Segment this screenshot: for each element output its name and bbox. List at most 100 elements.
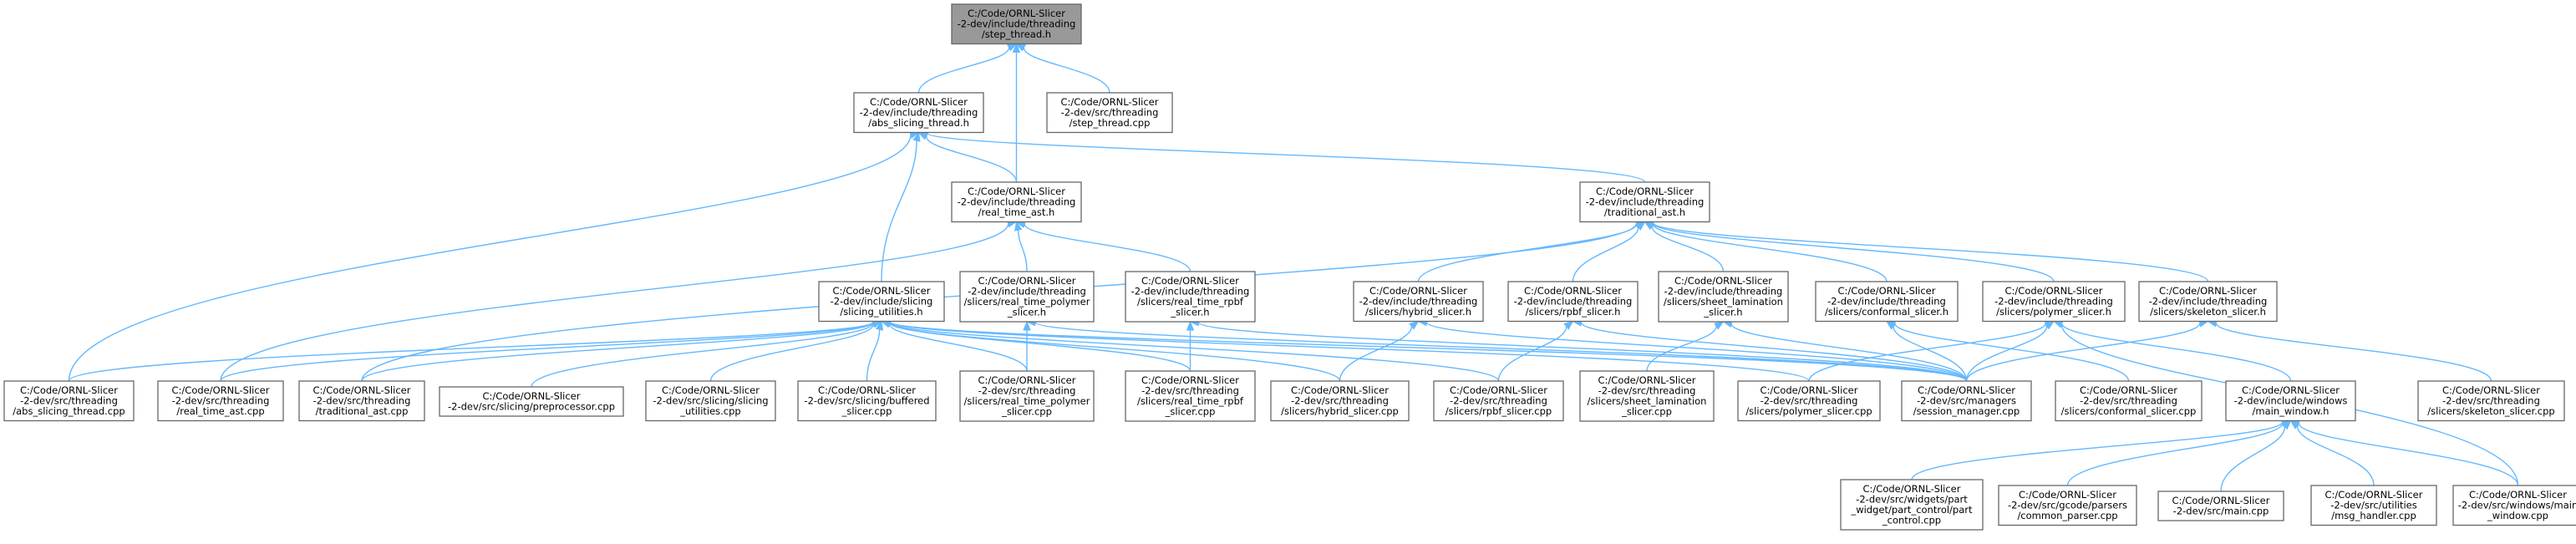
node-label-line: C:/Code/ORNL-Slicer (978, 374, 1076, 386)
node-label-line: _widget/part_control/part (1850, 504, 1973, 516)
edge-main-window-cpp-to-main-window-h (2289, 419, 2519, 486)
node-box (157, 380, 284, 422)
node-label-line: C:/Code/ORNL-Slicer (1863, 483, 1961, 495)
node-label-line: C:/Code/ORNL-Slicer (1450, 384, 1547, 396)
node-label-line: -2-dev/src/threading (978, 385, 1076, 397)
node-label: C:/Code/ORNL-Slicer-2-dev/src/managers/s… (1913, 384, 2020, 417)
edge-main-cpp-to-main-window-h (2220, 419, 2292, 492)
node-main-cpp[interactable]: C:/Code/ORNL-Slicer-2-dev/src/main.cpp (2157, 491, 2284, 521)
node-label: C:/Code/ORNL-Slicer-2-dev/src/threading/… (2427, 384, 2554, 417)
edge-skeleton-slicer-cpp-to-skeleton-slicer-h (2207, 319, 2492, 382)
node-label: C:/Code/ORNL-Slicer-2-dev/include/thread… (1664, 275, 1783, 318)
node-label-line: _utilities.cpp (679, 405, 740, 417)
node-step-thread-h[interactable]: C:/Code/ORNL-Slicer-2-dev/include/thread… (951, 3, 1082, 45)
edge-hybrid-slicer-h-to-traditional-ast-h (1417, 220, 1646, 282)
edge-line (1580, 322, 1968, 382)
node-box (797, 380, 937, 422)
edge-real-time-ast-h-to-step-thread-h (1012, 43, 1021, 183)
edge-arrowhead (1563, 320, 1574, 330)
node-box (2138, 281, 2278, 323)
node-hybrid-slicer-cpp[interactable]: C:/Code/ORNL-Slicer-2-dev/src/threading/… (1270, 380, 1410, 422)
edge-line (2298, 422, 2519, 486)
node-label: C:/Code/ORNL-Slicer-2-dev/include/thread… (1586, 186, 1705, 218)
node-label-line: C:/Code/ORNL-Slicer (1061, 96, 1159, 108)
node-label: C:/Code/ORNL-Slicer-2-dev/src/widgets/pa… (1850, 483, 1973, 526)
edge-arrowhead (2281, 419, 2292, 430)
edge-line (68, 135, 912, 382)
node-real-time-ast-cpp[interactable]: C:/Code/ORNL-Slicer-2-dev/src/threading/… (157, 380, 284, 422)
node-label-line: C:/Code/ORNL-Slicer (2080, 384, 2177, 396)
node-preprocessor-cpp[interactable]: C:/Code/ORNL-Slicer-2-dev/src/slicing/pr… (439, 386, 624, 417)
node-label-line: -2-dev/src/threading (313, 395, 411, 407)
node-box (298, 380, 425, 422)
node-hybrid-slicer-h[interactable]: C:/Code/ORNL-Slicer-2-dev/include/thread… (1353, 281, 1484, 323)
node-box (2452, 485, 2576, 526)
node-label-line: C:/Code/ORNL-Slicer (968, 186, 1065, 197)
node-label-line: C:/Code/ORNL-Slicer (833, 285, 931, 297)
edge-line (1893, 326, 1968, 382)
node-polymer-slicer-cpp[interactable]: C:/Code/ORNL-Slicer-2-dev/src/threading/… (1737, 380, 1881, 422)
edge-line (2066, 423, 2284, 486)
node-rpbf-slicer-cpp[interactable]: C:/Code/ORNL-Slicer-2-dev/src/threading/… (1433, 380, 1564, 422)
node-label-line: /traditional_ast.cpp (316, 405, 409, 417)
node-common-parser-cpp[interactable]: C:/Code/ORNL-Slicer-2-dev/src/gcode/pars… (1998, 485, 2137, 526)
edge-arrowhead (1409, 320, 1420, 330)
node-session-manager-cpp[interactable]: C:/Code/ORNL-Slicer-2-dev/src/managers/s… (1901, 380, 2032, 422)
node-label: C:/Code/ORNL-Slicer-2-dev/include/slicin… (831, 285, 933, 318)
node-conformal-slicer-cpp[interactable]: C:/Code/ORNL-Slicer-2-dev/src/threading/… (2055, 380, 2203, 422)
node-label: C:/Code/ORNL-Slicer-2-dev/include/thread… (958, 186, 1076, 218)
node-label-line: _slicer.h (1170, 307, 1209, 318)
node-conformal-slicer-h[interactable]: C:/Code/ORNL-Slicer-2-dev/include/thread… (1815, 281, 1959, 323)
node-real-time-ast-h[interactable]: C:/Code/ORNL-Slicer-2-dev/include/thread… (951, 181, 1082, 223)
node-abs-slicing-thread-cpp[interactable]: C:/Code/ORNL-Slicer-2-dev/src/threading/… (3, 380, 135, 422)
node-label-line: -2-dev/src/threading (1598, 385, 1696, 397)
node-msg-handler-cpp[interactable]: C:/Code/ORNL-Slicer-2-dev/src/utilities/… (2310, 485, 2437, 526)
node-main-window-h[interactable]: C:/Code/ORNL-Slicer-2-dev/include/window… (2225, 380, 2356, 422)
node-real-time-polymer-slicer-h[interactable]: C:/Code/ORNL-Slicer-2-dev/include/thread… (959, 271, 1095, 323)
node-label-line: -2-dev/include/threading (1359, 296, 1478, 308)
node-label: C:/Code/ORNL-Slicer-2-dev/src/threading/… (13, 384, 124, 417)
edge-line (1024, 223, 1191, 272)
node-sheet-lamination-slicer-cpp[interactable]: C:/Code/ORNL-Slicer-2-dev/src/threading/… (1579, 370, 1715, 422)
node-box (2157, 491, 2284, 521)
node-label-line: -2-dev/src/managers (1917, 395, 2016, 407)
node-label-line: /slicers/rpbf_slicer.h (1526, 306, 1621, 318)
edge-line (1425, 321, 1968, 382)
node-box (1579, 181, 1710, 223)
node-label: C:/Code/ORNL-Slicer-2-dev/src/threading/… (2061, 384, 2197, 417)
edge-line (1652, 222, 2055, 282)
node-buffered-slicer-cpp[interactable]: C:/Code/ORNL-Slicer-2-dev/src/slicing/bu… (797, 380, 937, 422)
node-label-line: C:/Code/ORNL-Slicer (818, 384, 916, 396)
node-label-line: C:/Code/ORNL-Slicer (2019, 489, 2116, 501)
node-label-line: -2-dev/include/threading (1586, 196, 1705, 208)
node-skeleton-slicer-h[interactable]: C:/Code/ORNL-Slicer-2-dev/include/thread… (2138, 281, 2278, 323)
node-real-time-polymer-slicer-cpp[interactable]: C:/Code/ORNL-Slicer-2-dev/src/threading/… (959, 370, 1095, 422)
node-polymer-slicer-h[interactable]: C:/Code/ORNL-Slicer-2-dev/include/thread… (1982, 281, 2126, 323)
node-skeleton-slicer-cpp[interactable]: C:/Code/ORNL-Slicer-2-dev/src/threading/… (2417, 380, 2565, 422)
node-traditional-ast-cpp[interactable]: C:/Code/ORNL-Slicer-2-dev/src/threading/… (298, 380, 425, 422)
node-label-line: -2-dev/src/threading (1450, 395, 1547, 407)
node-part-control-cpp[interactable]: C:/Code/ORNL-Slicer-2-dev/src/widgets/pa… (1840, 479, 1984, 531)
node-real-time-rpbf-slicer-cpp[interactable]: C:/Code/ORNL-Slicer-2-dev/src/threading/… (1125, 370, 1256, 422)
node-step-thread-cpp[interactable]: C:/Code/ORNL-Slicer-2-dev/src/threading/… (1046, 92, 1173, 134)
node-label: C:/Code/ORNL-Slicer-2-dev/src/threading/… (1745, 384, 1872, 417)
node-rpbf-slicer-h[interactable]: C:/Code/ORNL-Slicer-2-dev/include/thread… (1507, 281, 1639, 323)
node-label-line: /traditional_ast.h (1604, 206, 1685, 218)
node-abs-slicing-thread-h[interactable]: C:/Code/ORNL-Slicer-2-dev/include/thread… (853, 92, 984, 134)
edge-abs-slicing-thread-cpp-to-slicing-utilities-h (68, 318, 883, 382)
node-traditional-ast-h[interactable]: C:/Code/ORNL-Slicer-2-dev/include/thread… (1579, 181, 1710, 223)
node-sheet-lamination-slicer-h[interactable]: C:/Code/ORNL-Slicer-2-dev/include/thread… (1658, 271, 1789, 323)
node-label-line: -2-dev/include/threading (1827, 296, 1946, 308)
node-box (2417, 380, 2565, 422)
node-real-time-rpbf-slicer-h[interactable]: C:/Code/ORNL-Slicer-2-dev/include/thread… (1125, 271, 1256, 323)
node-label-line: C:/Code/ORNL-Slicer (2242, 384, 2340, 396)
node-slicing-utilities-h[interactable]: C:/Code/ORNL-Slicer-2-dev/include/slicin… (818, 281, 945, 323)
node-main-window-cpp[interactable]: C:/Code/ORNL-Slicer-2-dev/src/windows/ma… (2452, 485, 2576, 526)
edge-hybrid-slicer-cpp-to-slicing-utilities-h (880, 318, 1341, 382)
node-label-line: -2-dev/src/threading (20, 395, 118, 407)
node-slicing-utilities-cpp[interactable]: C:/Code/ORNL-Slicer-2-dev/src/slicing/sl… (645, 380, 776, 422)
node-label-line: /slicers/skeleton_slicer.h (2150, 306, 2266, 318)
node-label-line: /main_window.h (2253, 405, 2330, 417)
node-label-line: -2-dev/include/threading (968, 286, 1086, 297)
node-box (439, 386, 624, 417)
